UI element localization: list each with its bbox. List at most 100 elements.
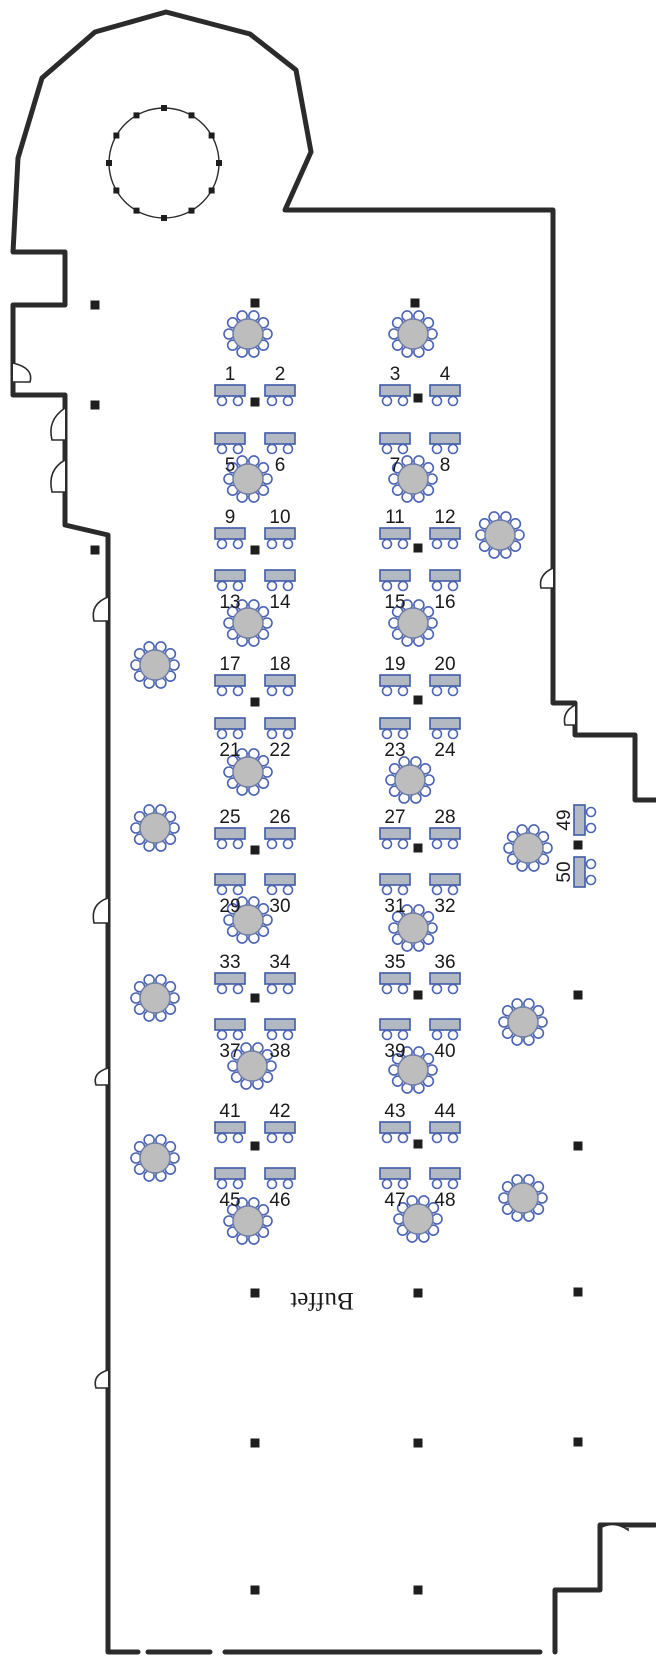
table: 22 (264, 717, 296, 761)
round-table-top (139, 982, 171, 1014)
chair (447, 580, 459, 592)
chair (216, 1029, 228, 1041)
round-table (388, 310, 438, 358)
pillar (413, 695, 423, 705)
table-top (429, 674, 461, 687)
chair (232, 1029, 244, 1041)
post-marker (106, 160, 112, 166)
chair (381, 443, 393, 455)
chair (397, 538, 409, 550)
round-table (393, 1195, 443, 1243)
door (563, 704, 576, 726)
table-top (379, 717, 411, 730)
table-top (379, 527, 411, 540)
table-top (429, 569, 461, 582)
pillar (410, 298, 420, 308)
table-top (379, 972, 411, 985)
chair (216, 884, 228, 896)
round-table-top (139, 812, 171, 844)
door (50, 407, 66, 441)
chair (397, 685, 409, 697)
table-top (379, 384, 411, 397)
table-number: 31 (384, 896, 405, 917)
pillar (573, 840, 583, 850)
chair (447, 395, 459, 407)
round-table-top (139, 1142, 171, 1174)
table: 38 (264, 1018, 296, 1062)
chair (381, 838, 393, 850)
table-top (429, 1167, 461, 1180)
chair (282, 884, 294, 896)
chair (232, 685, 244, 697)
round-table (388, 599, 438, 647)
pillar (413, 1438, 423, 1448)
table-top (264, 569, 296, 582)
round-table (227, 1042, 277, 1090)
chair (266, 1029, 278, 1041)
table: 6 (264, 432, 296, 476)
table: 25 (214, 807, 246, 850)
chair (585, 806, 597, 818)
chair (266, 884, 278, 896)
chair (447, 1029, 459, 1041)
chair (381, 728, 393, 740)
chair (282, 538, 294, 550)
pillar (250, 1438, 260, 1448)
table-top (214, 827, 246, 840)
table-top (379, 1167, 411, 1180)
table-top (379, 674, 411, 687)
table: 13 (214, 569, 246, 613)
round-table (475, 511, 525, 559)
table: 26 (264, 807, 296, 850)
pillar (250, 298, 260, 308)
side-table: 50 (554, 856, 597, 888)
chair (381, 1132, 393, 1144)
table-number: 10 (269, 507, 290, 528)
buffet-label: Buffet (290, 1287, 353, 1314)
door (94, 1067, 109, 1086)
round-table-top (232, 904, 264, 936)
chair (397, 1132, 409, 1144)
numbered-tables: 1526374891310141115121617211822192320242… (214, 364, 461, 1211)
round-table-top (397, 1054, 429, 1086)
table-number: 2 (275, 364, 286, 385)
table-top (429, 527, 461, 540)
round-table (223, 310, 273, 358)
chair (447, 838, 459, 850)
table-top (429, 873, 461, 886)
chair (381, 685, 393, 697)
chair (381, 538, 393, 550)
pillar (413, 543, 423, 553)
round-table (223, 599, 273, 647)
chair (447, 1132, 459, 1144)
chair (232, 728, 244, 740)
table-number: 36 (434, 952, 455, 973)
table-top (264, 674, 296, 687)
round-table (385, 756, 435, 804)
table: 35 (379, 952, 411, 995)
chair (266, 395, 278, 407)
round-table-top (397, 463, 429, 495)
chair (216, 1132, 228, 1144)
chair (266, 1178, 278, 1190)
chair (397, 983, 409, 995)
table-top (214, 873, 246, 886)
chair (381, 884, 393, 896)
chair (216, 728, 228, 740)
table: 39 (379, 1018, 411, 1062)
round-table (223, 1197, 273, 1245)
chair (381, 1178, 393, 1190)
post-marker (216, 160, 222, 166)
chair (447, 685, 459, 697)
chair (431, 983, 443, 995)
chair (447, 884, 459, 896)
table-number: 9 (225, 507, 236, 528)
table-top (264, 827, 296, 840)
round-table-top (512, 832, 544, 864)
round-table-top (397, 318, 429, 350)
table: 12 (429, 507, 461, 550)
round-table (388, 455, 438, 503)
table-top (214, 1167, 246, 1180)
table: 4 (429, 364, 461, 407)
